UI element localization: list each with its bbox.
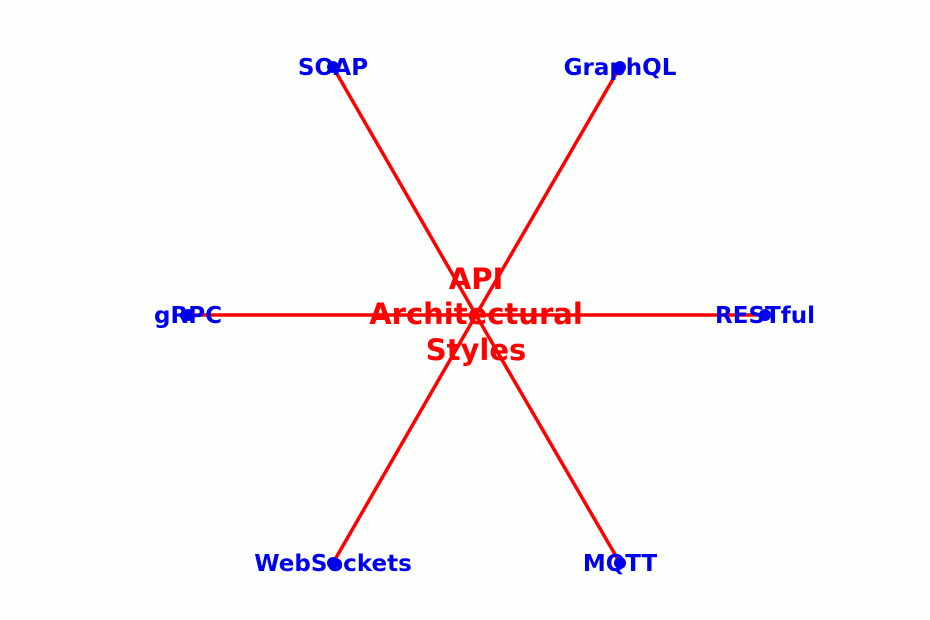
node-label-soap: SOAP [298,55,368,81]
node-label-graphql: GraphQL [564,55,677,81]
center-label-line-2: Architectural [369,297,583,331]
node-label-websockets: WebSockets [254,551,412,577]
edge-graphql [474,66,622,316]
node-restful [759,309,771,321]
node-label-restful: RESTful [715,303,815,329]
node-soap [327,61,339,73]
node-websockets [327,557,339,569]
node-label-mqtt: MQTT [583,551,658,577]
center-label-line-1: API [449,262,504,296]
node-mqtt [614,557,626,569]
node-graphql [614,61,626,73]
node-grpc [182,309,194,321]
edge-soap [331,66,478,316]
node-label-grpc: gRPC [154,303,222,329]
edge-mqtt [474,314,622,564]
center-label-line-3: Styles [426,333,527,367]
edge-websockets [331,314,478,564]
